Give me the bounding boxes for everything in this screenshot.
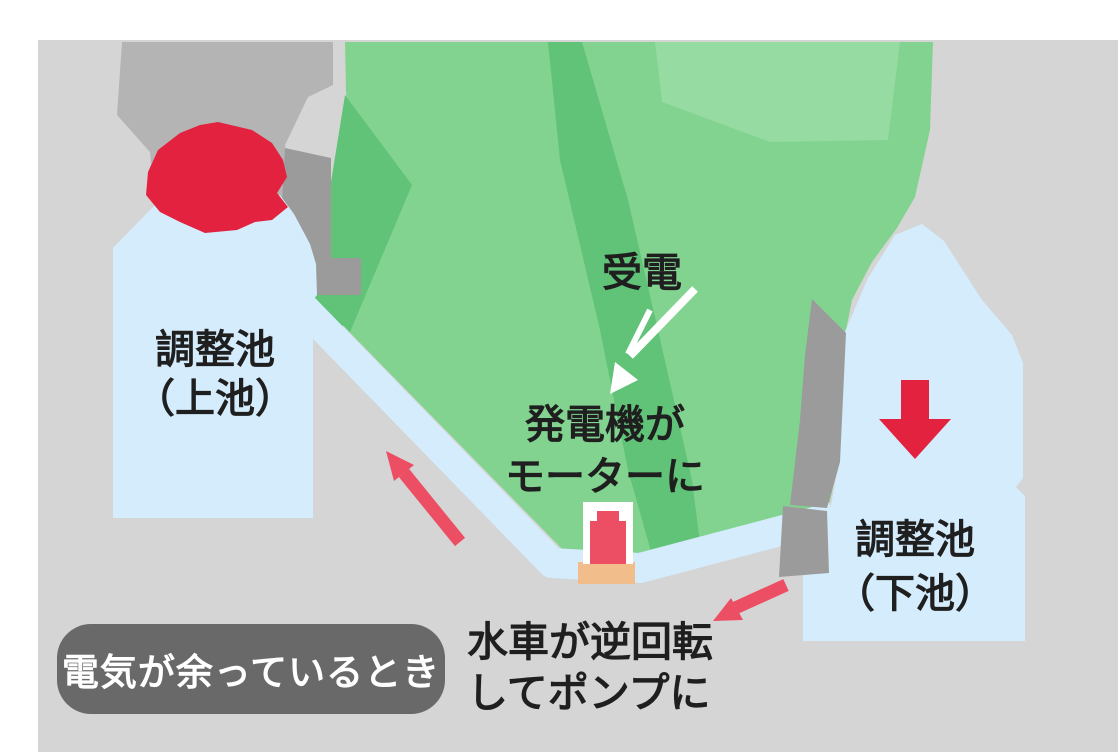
generator-to-motor-label: 発電機が モーターに (485, 399, 725, 503)
mountain-highlight-top (655, 42, 900, 142)
lightning-kink-stroke (625, 308, 653, 356)
flow-arrow-up-left (386, 451, 466, 547)
pumped-water-splash (146, 122, 288, 233)
receiving-power-label: 受電 (562, 249, 722, 297)
turbine-reverse-pump-label: 水車が逆回転 してポンプに (467, 617, 713, 719)
turbine-reverse-pump-line1: 水車が逆回転 (467, 619, 713, 665)
flow-arrow-down-left-shaft (730, 579, 789, 615)
lower-dam-gate (779, 506, 829, 577)
lower-reservoir-label: 調整池 （下池） (795, 513, 1035, 621)
pump-plant-building (590, 511, 626, 564)
mountain-shade-center (548, 42, 700, 555)
upper-reservoir-label: 調整池 （上池） (100, 326, 330, 424)
flow-arrow-up-left-shaft (398, 468, 466, 547)
lower-dam-wall (790, 299, 846, 508)
plant-foundation (578, 562, 635, 584)
upper-reservoir-shape (113, 195, 317, 518)
flow-arrow-down-left-head (713, 598, 743, 621)
upper-reservoir-label-line2: （上池） (135, 377, 295, 421)
flow-arrow-down-left (713, 579, 789, 621)
lower-reservoir-label-line1: 調整池 (855, 518, 975, 562)
lightning-arrow-head (610, 362, 638, 394)
status-badge: 電気が余っているとき (57, 624, 445, 714)
turbine-reverse-pump-line2: してポンプに (467, 670, 711, 716)
receiving-power-text: 受電 (602, 251, 682, 295)
dark-green-notch (313, 295, 360, 338)
lower-reservoir-label-line2: （下池） (835, 572, 995, 616)
upper-reservoir-label-line1: 調整池 (155, 328, 275, 372)
flow-arrow-up-left-head (386, 451, 414, 481)
generator-to-motor-line1: 発電機が (525, 403, 685, 447)
lightning-main-stroke (627, 286, 698, 359)
water-level-down-arrow (879, 380, 951, 459)
lightning-arrow-icon (610, 286, 698, 394)
status-badge-text: 電気が余っているとき (61, 652, 441, 693)
generator-to-motor-line2: モーターに (505, 455, 705, 499)
